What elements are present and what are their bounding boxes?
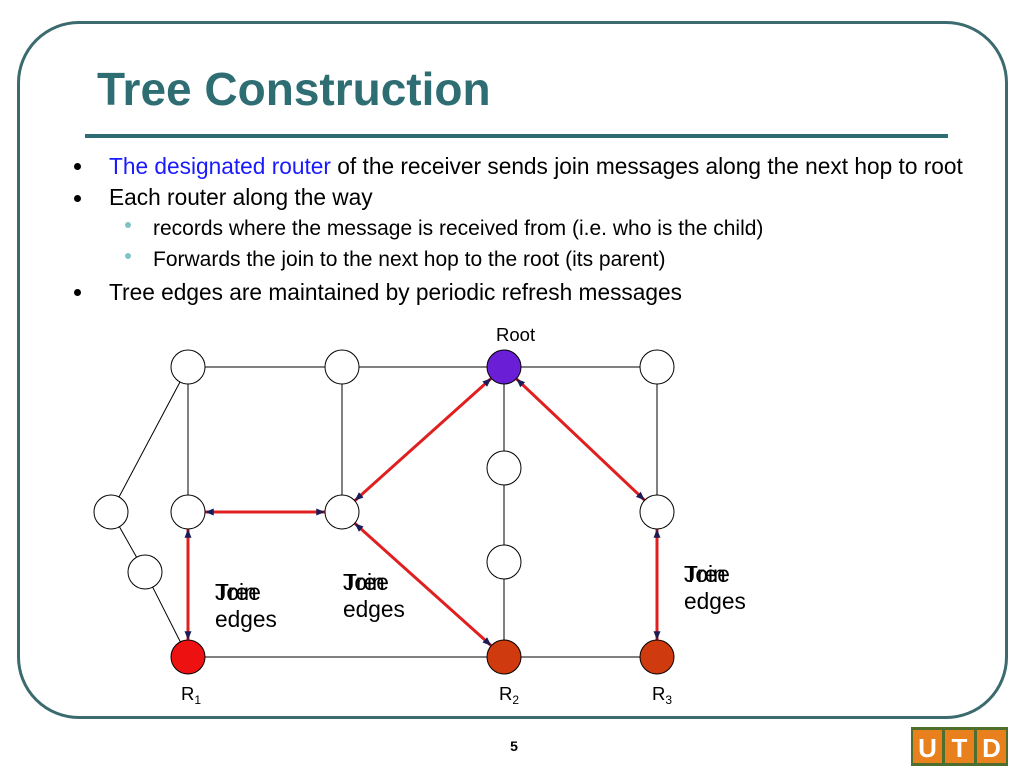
router-node xyxy=(639,494,675,530)
join-label: Join xyxy=(684,561,726,587)
receiver-label-r2: R2 xyxy=(499,683,519,707)
tree-label: Tree xyxy=(684,561,730,587)
join-edge-g-root xyxy=(353,377,493,502)
edges-label: edges xyxy=(215,606,277,632)
link-k-r1 xyxy=(152,586,181,643)
receiver-node-r1 xyxy=(170,639,206,675)
bullet-dot xyxy=(74,195,81,202)
sub-bullet-item: records where the message is received fr… xyxy=(153,217,764,240)
bullet-item: Tree edges are maintained by periodic re… xyxy=(109,279,682,305)
tree-label: Tree xyxy=(215,579,261,605)
logo-letter: D xyxy=(982,733,1001,763)
router-nodes xyxy=(93,349,675,675)
receiver-label-r1: R1 xyxy=(181,683,201,707)
receiver-label-r3: R3 xyxy=(652,683,672,707)
receiver-letter: R xyxy=(499,683,512,704)
join-label: Join xyxy=(343,569,385,595)
router-node xyxy=(170,349,206,385)
join-label: Join xyxy=(215,579,257,605)
edge-label-left: Join Tree edges xyxy=(215,579,277,632)
tree-label: Tree xyxy=(343,569,389,595)
root-node xyxy=(486,349,522,385)
network-links xyxy=(118,366,658,658)
join-edges xyxy=(184,377,661,647)
bullet-dot xyxy=(74,289,81,296)
designated-router-term: The designated router xyxy=(109,153,331,179)
router-node xyxy=(170,494,206,530)
logo-letter: T xyxy=(952,733,968,763)
router-node xyxy=(639,349,675,385)
link-e-k xyxy=(118,526,138,558)
receiver-subscript: 1 xyxy=(194,693,201,707)
bullet-dot xyxy=(74,163,81,170)
edge-label-middle: Join Tree edges xyxy=(343,569,405,622)
router-node xyxy=(486,544,522,580)
join-edge-root-j xyxy=(515,377,646,502)
router-node xyxy=(324,349,360,385)
router-node xyxy=(324,494,360,530)
join-edge-g-r2 xyxy=(353,522,493,647)
bullet-text: of the receiver sends join messages alon… xyxy=(337,153,963,179)
receiver-letter: R xyxy=(181,683,194,704)
router-node xyxy=(486,450,522,486)
sub-bullet-dot xyxy=(125,253,131,259)
router-node xyxy=(93,494,129,530)
logo-cell xyxy=(913,730,942,763)
receiver-subscript: 3 xyxy=(665,693,672,707)
bullet-item: Each router along the way xyxy=(109,184,373,210)
sub-bullet-item: Forwards the join to the next hop to the… xyxy=(153,248,666,271)
bullet-item: The designated router of the receiver se… xyxy=(109,153,963,179)
slide-title: Tree Construction xyxy=(97,63,491,115)
receiver-subscript: 2 xyxy=(512,693,519,707)
logo-letter: U xyxy=(918,733,937,763)
receiver-letter: R xyxy=(652,683,665,704)
router-node xyxy=(127,554,163,590)
edges-label: edges xyxy=(684,588,746,614)
logo-cell xyxy=(977,730,1006,763)
title-underline xyxy=(85,134,948,138)
receiver-node-r3 xyxy=(639,639,675,675)
edges-label: edges xyxy=(343,596,405,622)
slide-frame xyxy=(17,21,1008,719)
root-label: Root xyxy=(496,324,535,345)
utd-logo: U T D xyxy=(911,727,1008,766)
page-number: 5 xyxy=(510,738,518,754)
receiver-node-r2 xyxy=(486,639,522,675)
link-a-e xyxy=(118,381,181,498)
logo-cell xyxy=(945,730,974,763)
sub-bullet-dot xyxy=(125,222,131,228)
edge-label-right: Join Tree edges xyxy=(684,561,746,614)
